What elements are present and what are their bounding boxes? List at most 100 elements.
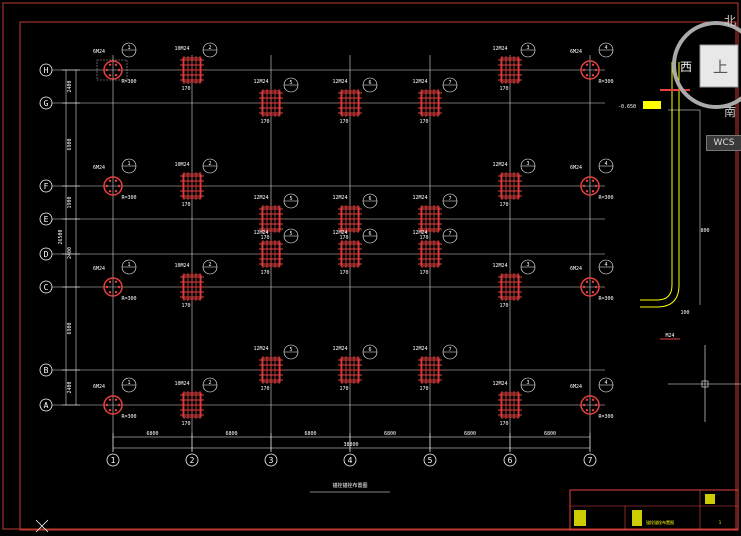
column-base-rect-B3-dim: 170 [260,386,269,392]
column-base-rect-F6 [498,172,522,200]
column-base-circle-F7 [580,176,600,196]
dim-total-height: 26500 [58,229,64,244]
column-base-rect-D4 [338,240,362,268]
column-base-rect-A2 [180,391,204,419]
column-base-rect-E4-label: 12M24 [332,195,347,201]
column-base-circle-F1-bolt-5 [114,179,118,183]
column-base-circle-H1-bolt-1 [114,73,118,77]
column-base-circle-A1-bolt-5 [114,398,118,402]
column-base-rect-A6 [498,391,522,419]
col-axis-label-5: 5 [428,456,433,465]
column-base-rect-D5-dim: 170 [419,270,428,276]
column-base-rect-F2 [180,172,204,200]
column-base-circle-H7 [580,60,600,80]
column-base-circle-C7-bolt-2 [585,290,589,294]
dim-row-5: 2400 [67,381,73,393]
column-base-circle-A7-radius: R=300 [598,414,613,420]
column-base-circle-H1-bolt-4 [108,63,112,67]
column-base-rect-E3 [259,205,283,233]
title-block-sheet-no: 1 [719,520,722,525]
title-block-fill-1 [574,510,586,526]
compass-ring [672,21,741,109]
section-ref-F2-num: 2 [208,161,211,167]
dim-row-1: 6900 [67,138,73,150]
column-base-circle-F1-bolt-0 [117,184,121,188]
section-ref-A2-num: 2 [208,380,211,386]
column-base-rect-G5-label: 12M24 [412,79,427,85]
dim-row-4: 6900 [67,322,73,334]
section-ref-H6-num: 3 [526,45,529,51]
compass-west-label[interactable]: 西 [680,60,693,74]
section-ref-C7-num: 4 [604,262,607,268]
row-axis-label-B: B [44,366,49,375]
column-base-rect-E4 [338,205,362,233]
compass-south-label[interactable]: 南 [724,105,737,119]
column-base-circle-H7-ring [580,60,600,80]
column-base-rect-F6-dim: 170 [499,202,508,208]
column-base-circle-F7-bolt-1 [591,189,595,193]
row-axis-bubble-H [39,63,53,77]
dim-col-spacing-1: 6800 [225,431,237,437]
column-base-circle-H1-bolt-3 [105,68,109,72]
section-ref-D5-num: 7 [448,231,451,237]
column-base-rect-C2-dim: 170 [181,303,190,309]
column-base-rect-G4 [338,89,362,117]
row-axis-bubble-D [39,247,53,261]
dim-row-0: 2400 [67,80,73,92]
column-base-circle-F7-ring [580,176,600,196]
title-block-frame [569,489,739,531]
section-ref-H7-num: 4 [604,45,607,51]
col-axis-label-7: 7 [588,456,593,465]
column-base-rect-H6-dim: 170 [499,86,508,92]
column-base-circle-F7-bolt-3 [582,184,586,188]
column-base-circle-H1-bolt-0 [117,68,121,72]
section-ref-D3-num: 5 [289,231,292,237]
column-base-circle-F1-bolt-4 [108,179,112,183]
column-base-rect-D4-label: 12M24 [332,230,347,236]
column-base-rect-H6-label: 12M24 [492,46,507,52]
col-axis-label-4: 4 [348,456,353,465]
column-base-circle-H1 [103,60,123,80]
column-base-circle-F1 [103,176,123,196]
dim-col-spacing-3: 6800 [384,431,396,437]
column-base-rect-B4-label: 12M24 [332,346,347,352]
compass-north-label[interactable]: 北 [724,14,737,28]
column-base-rect-C6 [498,273,522,301]
dim-col-spacing-5: 6800 [544,431,556,437]
column-base-circle-H7-bolt-2 [585,73,589,77]
anchor-bolt-detail-tag [643,101,661,109]
column-base-circle-A7-bolt-5 [591,398,595,402]
section-ref-E3-num: 5 [289,196,292,202]
column-base-circle-C1-ring [103,277,123,297]
column-base-circle-F1-label: 6M24 [93,165,105,171]
row-axis-bubble-B [39,363,53,377]
column-base-rect-G5-dim: 170 [419,119,428,125]
column-base-rect-D3 [259,240,283,268]
anchor-bolt-detail-hook-outer [640,284,673,301]
anchor-bolt-detail-bottom-label: M24 [665,333,674,339]
section-ref-G3-num: 5 [289,80,292,86]
viewcube-compass[interactable]: 北 西 南 上 [672,0,741,160]
ucs-icon-line-2 [35,519,49,533]
column-base-circle-C7-bolt-5 [591,280,595,284]
column-base-circle-A7-bolt-1 [591,408,595,412]
section-ref-C2-num: 2 [208,262,211,268]
column-base-rect-H2-dim: 170 [181,86,190,92]
column-base-circle-H1-bolt-2 [108,73,112,77]
column-base-circle-C1-radius: R=300 [121,296,136,302]
col-axis-bubble-2 [185,453,199,467]
outer-frame [2,2,739,530]
column-base-rect-C6-dim: 170 [499,303,508,309]
column-base-rect-B3-label: 12M24 [253,346,268,352]
section-ref-C6-num: 3 [526,262,529,268]
column-base-circle-C7-label: 6M24 [570,266,582,272]
column-base-circle-A1-ring [103,395,123,415]
column-base-circle-H1-bolt-5 [114,63,118,67]
column-base-circle-F7-label: 6M24 [570,165,582,171]
wcs-menu-button[interactable]: WCS [706,135,741,151]
viewcube-top-label[interactable]: 上 [713,58,729,76]
column-base-rect-G3-dim: 170 [260,119,269,125]
viewcube-face[interactable] [699,44,739,88]
